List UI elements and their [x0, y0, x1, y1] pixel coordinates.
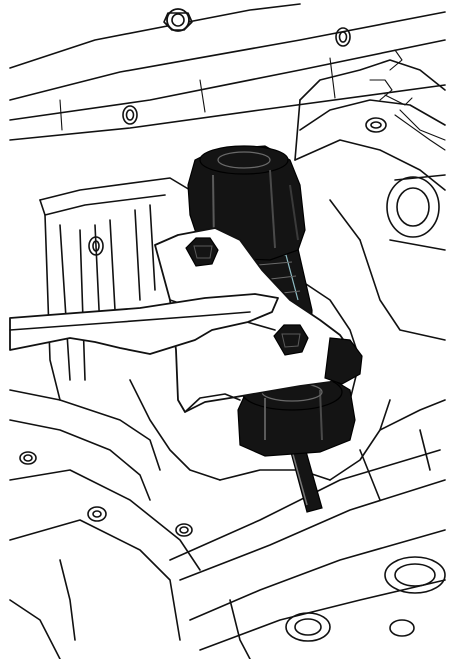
bracket-curl	[324, 337, 363, 385]
rail-holes	[122, 27, 351, 125]
upper-nut	[185, 237, 219, 267]
lower-nut	[273, 324, 309, 356]
pry-bar	[9, 293, 279, 355]
lower-crossmember	[9, 389, 201, 659]
top-bolt	[163, 8, 193, 32]
lower-right-plate	[169, 399, 446, 659]
upper-frame-rail	[9, 3, 446, 141]
right-bracket	[294, 49, 446, 341]
